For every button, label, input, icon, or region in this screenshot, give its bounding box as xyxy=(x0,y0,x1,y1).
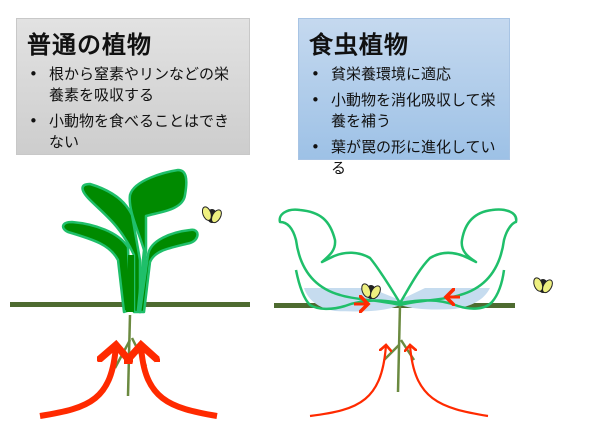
nutrient-arrow-left-thin xyxy=(309,345,386,418)
nutrient-arrow-right-thin xyxy=(410,345,489,418)
fly-icon xyxy=(201,206,222,224)
list-item: 小動物を食べることはできない xyxy=(25,111,241,153)
carnivorous-plant-panel: 食虫植物 貧栄養環境に適応 小動物を消化吸収して栄養を補う 葉が罠の形に進化して… xyxy=(298,18,510,177)
normal-plant-title: 普通の植物 xyxy=(27,31,152,59)
list-item: 葉が罠の形に進化している xyxy=(307,137,501,179)
list-item: 小動物を消化吸収して栄養を補う xyxy=(307,90,501,132)
nutrient-arrow-right xyxy=(141,345,218,419)
carnivorous-plant-bullets: 貧栄養環境に適応 小動物を消化吸収して栄養を補う 葉が罠の形に進化している xyxy=(307,64,501,179)
trap-leaves xyxy=(278,208,518,311)
nutrient-arrow-left xyxy=(39,345,116,419)
normal-plant xyxy=(61,168,199,314)
normal-plant-panel: 普通の植物 根から窒素やリンなどの栄養素を吸収する 小動物を食べることはできない xyxy=(16,18,250,155)
list-item: 貧栄養環境に適応 xyxy=(307,64,501,85)
normal-plant-bullets: 根から窒素やリンなどの栄養素を吸収する 小動物を食べることはできない xyxy=(25,64,241,153)
list-item: 根から窒素やリンなどの栄養素を吸収する xyxy=(25,64,241,106)
fly-icon xyxy=(533,277,553,294)
carnivorous-plant-title: 食虫植物 xyxy=(309,31,409,59)
